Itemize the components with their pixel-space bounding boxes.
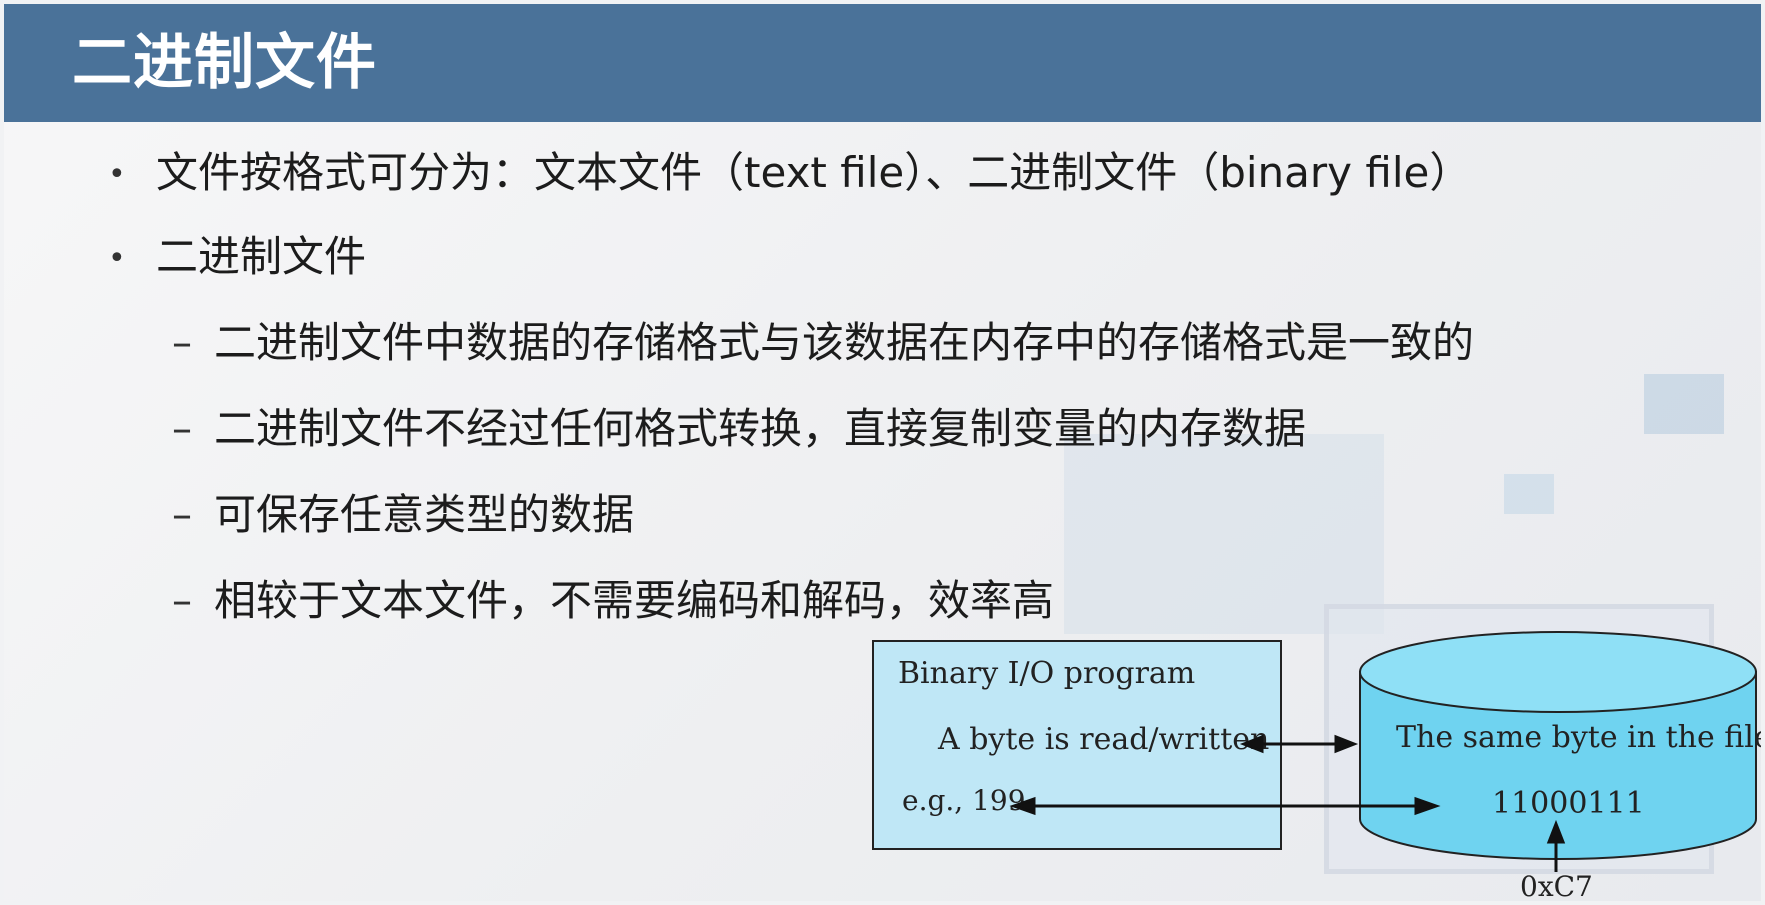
background-decoration bbox=[1064, 434, 1384, 634]
sub-bullet-dash: – bbox=[172, 406, 192, 452]
slide: 二进制文件 • 文件按格式可分为：文本文件（text file）、二进制文件（b… bbox=[4, 4, 1761, 901]
bullet-binary-file: 二进制文件 bbox=[156, 232, 367, 281]
double-arrow-value bbox=[1009, 796, 1441, 816]
program-title: Binary I/O program bbox=[898, 656, 1196, 691]
binary-io-program-box: Binary I/O program A byte is read/writte… bbox=[872, 640, 1282, 850]
background-decoration bbox=[1644, 374, 1724, 434]
up-arrow-hex bbox=[1546, 819, 1566, 872]
sub-bullet-dash: – bbox=[172, 578, 192, 624]
sub-bullet-dash: – bbox=[172, 320, 192, 366]
bullet-dot: • bbox=[108, 157, 126, 192]
slide-header: 二进制文件 bbox=[4, 4, 1761, 122]
double-arrow-byte bbox=[1239, 734, 1359, 754]
bullet-dot: • bbox=[108, 241, 126, 276]
program-example-label: e.g., 199 bbox=[902, 784, 1026, 817]
file-byte-label: The same byte in the file bbox=[1396, 720, 1761, 755]
diagram-graphics bbox=[1009, 631, 1757, 872]
sub-bullet-storage-format: 二进制文件中数据的存储格式与该数据在内存中的存储格式是一致的 bbox=[214, 318, 1475, 367]
sub-bullet-any-type: 可保存任意类型的数据 bbox=[214, 490, 635, 539]
sub-bullet-no-conversion: 二进制文件不经过任何格式转换，直接复制变量的内存数据 bbox=[214, 404, 1307, 453]
bullet-formats: 文件按格式可分为：文本文件（text file）、二进制文件（binary fi… bbox=[156, 148, 1472, 197]
sub-bullet-efficiency: 相较于文本文件，不需要编码和解码，效率高 bbox=[214, 576, 1055, 625]
file-cylinder bbox=[1359, 631, 1757, 860]
program-read-write-label: A byte is read/written bbox=[938, 722, 1270, 757]
hex-value-label: 0xC7 bbox=[1520, 870, 1593, 901]
background-decoration bbox=[1504, 474, 1554, 514]
slide-title: 二进制文件 bbox=[72, 28, 377, 98]
file-bits-label: 11000111 bbox=[1492, 786, 1645, 821]
sub-bullet-dash: – bbox=[172, 492, 192, 538]
